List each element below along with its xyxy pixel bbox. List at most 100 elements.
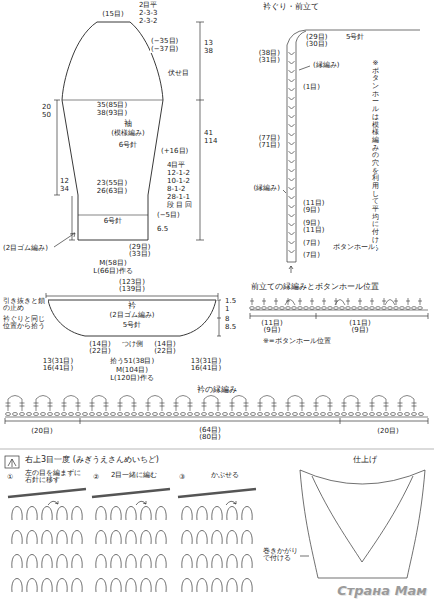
section-heading: 衿の縁編み — [196, 386, 238, 394]
dimension: 114 — [203, 138, 218, 145]
band-edging-stitches — [289, 52, 295, 253]
sleeve-dimension-lines — [54, 22, 204, 240]
dimension: 16(41目) — [42, 365, 74, 372]
cast-on-count: M(58目) — [98, 260, 127, 267]
dimension: 35(85目) — [96, 102, 128, 109]
stitch-count: (22目) — [88, 348, 111, 355]
needle-size: 5号針 — [345, 34, 365, 41]
increase-step: 10-1-2 — [166, 178, 191, 185]
decrease-step: 2目平 — [138, 2, 158, 9]
band-direction-arrow — [289, 266, 293, 273]
increase-step: 8-1-2 — [166, 186, 186, 193]
dimension: 38(93目) — [96, 110, 128, 117]
finishing-illustration — [300, 470, 425, 578]
piece-note: (模様編み) — [111, 130, 144, 137]
stitch-count: (15目) — [101, 11, 124, 18]
stitch-count: (33目) — [128, 251, 151, 258]
knitting-needle — [92, 489, 170, 497]
stitch-name: (2目ゴム編み) — [2, 245, 49, 252]
dimension: 6.5 — [156, 226, 169, 233]
stitch-symbol-box — [5, 456, 19, 468]
stitch-count: (20目) — [30, 428, 53, 435]
stitch-count: (9目) — [263, 327, 282, 334]
stitch-count: (80目) — [198, 434, 221, 441]
increase-step: 4目平 — [166, 162, 186, 169]
stitch-count: (7目) — [302, 252, 321, 259]
pickup-note: 衿ぐりと同じ位置から拾う — [2, 316, 48, 331]
stitch-count: (71目) — [258, 142, 281, 149]
section-divider — [0, 449, 434, 450]
stitch-count: (30目) — [305, 41, 328, 48]
knitted-loops — [182, 507, 252, 593]
finishing-note: 巻きかがりで付ける — [262, 548, 300, 563]
stitch-count: (−5目) — [156, 212, 181, 219]
collar-piece-shape — [48, 300, 216, 336]
section-heading: 前立ての縁編みとボタンホール位置 — [250, 283, 380, 291]
piece-name: 袖 — [124, 120, 132, 128]
dimension: 23(55目) — [96, 180, 128, 187]
dimension: 34 — [59, 186, 70, 193]
piece-note: 5号針 — [123, 322, 141, 329]
section-heading: 右上3目一度 (みぎうえさんめいちど) — [24, 456, 160, 464]
chart-note: ※=ボタンホール位置 — [262, 338, 332, 345]
dimension: 41 — [203, 130, 214, 137]
knitted-loops — [12, 507, 82, 593]
step-number: ③ — [178, 474, 186, 481]
needle-size: 6号針 — [103, 218, 123, 225]
step-note: 2目一緒に編む — [110, 472, 158, 479]
knitting-needle — [8, 489, 86, 497]
rib-leader-arrow — [54, 233, 75, 247]
cast-on-count: M(104目) — [115, 367, 149, 374]
dimension: 26(63目) — [96, 188, 128, 195]
cast-on-count: L(120目)作る — [109, 375, 155, 382]
dimension: 8.5 — [224, 324, 237, 331]
band-edging-chart — [250, 298, 428, 310]
step-arrow — [226, 501, 236, 505]
collar-edging-chart — [5, 396, 428, 418]
sleeve-piece-section-lines — [62, 100, 163, 215]
buttonhole-label: ボタンホール — [332, 244, 376, 251]
dimension: 1 — [224, 306, 230, 313]
section-heading: 仕上げ — [352, 456, 378, 464]
piece-name: 衿 — [128, 302, 136, 310]
pickup-count: 拾う51(38目) — [109, 358, 155, 365]
dimension: 38 — [203, 48, 214, 55]
dimension: 20 — [41, 104, 52, 111]
stitch-name: (縁編み) — [253, 185, 281, 192]
dimension: 13 — [203, 40, 214, 47]
stitch-symbol — [8, 459, 16, 467]
stitch-count: (31目) — [258, 57, 281, 64]
stitch-count: (+16目) — [160, 148, 189, 155]
watermark: Страна Мам — [336, 584, 428, 598]
buttonhole-note: ※ボタンホールは模様編みの穴を利用して平均に付ける — [372, 60, 379, 252]
step-number: ② — [92, 474, 100, 481]
neckline-outline — [287, 30, 420, 262]
cast-on-count: L(66目)作る — [92, 268, 133, 275]
step-header: 段 目 回 — [166, 202, 193, 209]
decrease-step: 2-3-3 — [138, 10, 158, 17]
increase-step: 12-1-2 — [166, 170, 191, 177]
stitch-count: (9目) — [302, 207, 321, 214]
sleeve-piece-shape — [62, 22, 163, 240]
stitch-count: (139目) — [118, 286, 146, 293]
dimension: 16(41目) — [190, 365, 222, 372]
dimension: 1.5 — [224, 298, 237, 305]
step-note: かぶせる — [210, 472, 240, 479]
edge-label: つけ側 — [121, 341, 144, 348]
piece-note: 6号針 — [119, 142, 137, 149]
collar-dimension-lines — [46, 293, 221, 336]
stitch-count: (7目) — [302, 240, 321, 247]
stitch-count: (11目) — [302, 227, 325, 234]
dimension: 50 — [41, 112, 52, 119]
section-heading: 衿ぐり・前立て — [262, 3, 320, 11]
finishing-note: 引き抜きと鎖の止め — [2, 298, 48, 313]
increase-step: 28-1-1 — [166, 194, 191, 201]
collar-chart-bracket — [5, 418, 428, 424]
collar-piece: 衿 (2目ゴム編み) 5号針 — [46, 298, 218, 338]
stitch-count: (20目) — [376, 428, 399, 435]
piece-note: (2目ゴム編み) — [110, 312, 155, 319]
dimension: 8 — [224, 316, 230, 323]
stitch-count: (−37目) — [150, 46, 179, 53]
stitch-count: (9目) — [351, 327, 370, 334]
stitch-count: (−35目) — [150, 38, 179, 45]
